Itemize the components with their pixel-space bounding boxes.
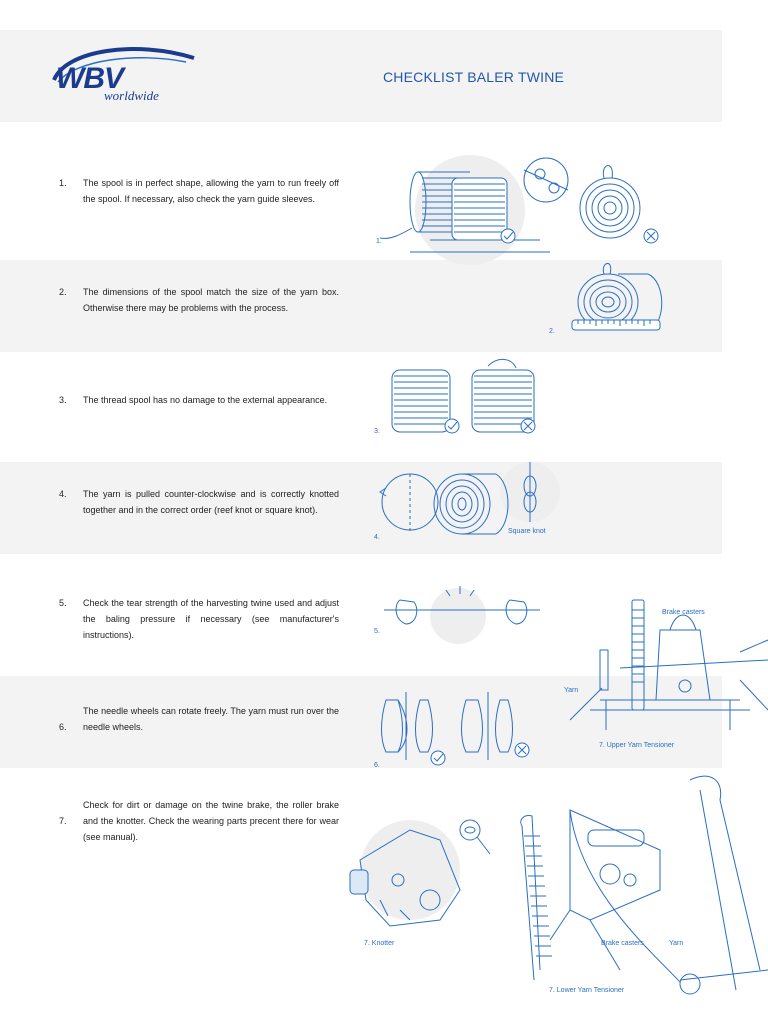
figure-caption-6: 6. xyxy=(374,762,380,769)
item-text: The needle wheels can rotate freely. The… xyxy=(83,706,339,732)
spool-damage-illustration xyxy=(391,359,536,434)
item-number: 1. xyxy=(59,178,67,188)
knotter-caption: 7. Knotter xyxy=(364,940,395,947)
row-band-4 xyxy=(0,462,722,554)
item-text: The yarn is pulled counter-clockwise and… xyxy=(83,489,339,515)
knotter-illustration xyxy=(349,819,491,927)
yarn-upper-label: Yarn xyxy=(564,687,579,694)
item-number: 2. xyxy=(59,287,67,297)
item-number: 5. xyxy=(59,598,67,608)
brake-casters-lower-label: Brake casters xyxy=(601,940,644,947)
header-band xyxy=(0,30,722,122)
logo-swoosh-icon xyxy=(52,47,195,83)
lower-yarn-tensioner-illustration xyxy=(520,775,768,995)
needle-wheels-illustration xyxy=(381,692,530,766)
lower-tensioner-caption: 7. Lower Yarn Tensioner xyxy=(549,987,625,994)
spool-knot-illustration xyxy=(379,462,560,535)
row-band-6 xyxy=(0,676,722,768)
logo-wordmark: WBV xyxy=(56,62,124,95)
figure-caption-4: 4. xyxy=(374,534,380,541)
figure-caption-3: 3. xyxy=(374,428,380,435)
figure-caption-5: 5. xyxy=(374,628,380,635)
figure-caption-1: 1. xyxy=(376,238,382,245)
square-knot-label: Square knot xyxy=(508,528,546,535)
upper-yarn-tensioner-illustration xyxy=(569,599,768,730)
tear-strength-illustration xyxy=(384,586,540,644)
spool-dimension-illustration xyxy=(571,263,663,331)
item-text: Check the tear strength of the harvestin… xyxy=(83,598,339,640)
item-text: The spool is in perfect shape, allowing … xyxy=(83,178,339,204)
page-title: CHECKLIST BALER TWINE xyxy=(383,69,565,85)
logo-tagline: worldwide xyxy=(104,88,159,103)
item-text: The dimensions of the spool match the si… xyxy=(83,287,339,313)
yarn-lower-label: Yarn xyxy=(669,940,684,947)
wbv-logo: WBV worldwide xyxy=(46,40,196,106)
item-text: The thread spool has no damage to the ex… xyxy=(83,395,328,405)
spool-perfect-illustration xyxy=(379,155,659,265)
item-number: 3. xyxy=(59,395,67,405)
item-text: Check for dirt or damage on the twine br… xyxy=(83,800,339,842)
figure-caption-2: 2. xyxy=(549,328,555,335)
item-number: 6. xyxy=(59,722,67,732)
row-band-2 xyxy=(0,260,722,352)
item-number: 4. xyxy=(59,489,67,499)
item-number: 7. xyxy=(59,816,67,826)
brake-casters-upper-label: Brake casters xyxy=(662,609,705,616)
upper-tensioner-caption: 7. Upper Yarn Tensioner xyxy=(599,742,675,749)
